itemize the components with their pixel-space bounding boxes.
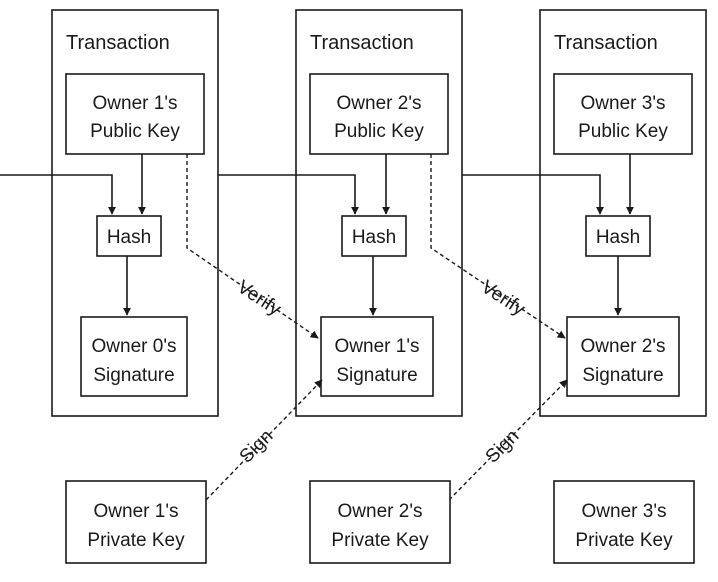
transaction-1: Transaction Owner 1's Public Key Hash Ow… [51,9,219,417]
verify-arrow-2 [430,154,566,339]
private-key-label: Private Key [331,530,429,551]
transaction-title: Transaction [66,32,170,54]
verify-label: Verify [477,277,529,321]
signature-owner: Owner 1's [335,336,420,357]
public-key-box: Owner 1's Public Key [65,73,205,155]
public-key-label: Public Key [90,121,180,142]
signature-label: Signature [336,365,417,386]
signature-box: Owner 1's Signature [320,316,434,397]
transaction-3: Transaction Owner 3's Public Key Hash Ow… [539,9,707,417]
hash-box: Hash [341,215,407,257]
hash-box: Hash [585,215,651,257]
signature-label: Signature [582,365,663,386]
transaction-2: Transaction Owner 2's Public Key Hash Ow… [295,9,463,417]
private-key-label: Private Key [87,530,185,551]
private-key-owner: Owner 1's [94,501,179,522]
transaction-title: Transaction [310,32,414,54]
hash-box: Hash [96,215,162,257]
signature-owner: Owner 0's [92,336,177,357]
signature-label: Signature [93,365,174,386]
sign-arrow-2 [448,379,568,501]
private-key-box-1: Owner 1's Private Key [65,480,207,564]
signature-box: Owner 2's Signature [566,316,680,397]
verify-arrow-1 [186,154,319,339]
public-key-owner: Owner 1's [93,93,178,114]
public-key-label: Public Key [334,121,424,142]
public-key-box: Owner 3's Public Key [553,73,693,155]
signature-owner: Owner 2's [581,336,666,357]
private-key-box-2: Owner 2's Private Key [309,480,451,564]
verify-label: Verify [233,277,285,321]
chain-arrow-2-to-3 [462,174,604,215]
incoming-chain-arrow [0,174,116,215]
private-key-label: Private Key [575,530,673,551]
hash-label: Hash [107,227,151,248]
public-key-label: Public Key [578,121,668,142]
private-key-box-3: Owner 3's Private Key [553,480,695,564]
public-key-box: Owner 2's Public Key [309,73,449,155]
hash-label: Hash [596,227,640,248]
private-key-owner: Owner 2's [338,501,423,522]
signature-box: Owner 0's Signature [80,316,188,397]
chain-arrow-1-to-2 [218,174,359,215]
private-key-owner: Owner 3's [582,501,667,522]
transaction-title: Transaction [554,32,658,54]
sign-label: Sign [482,426,524,468]
hash-label: Hash [352,227,396,248]
public-key-owner: Owner 3's [581,93,666,114]
public-key-owner: Owner 2's [337,93,422,114]
